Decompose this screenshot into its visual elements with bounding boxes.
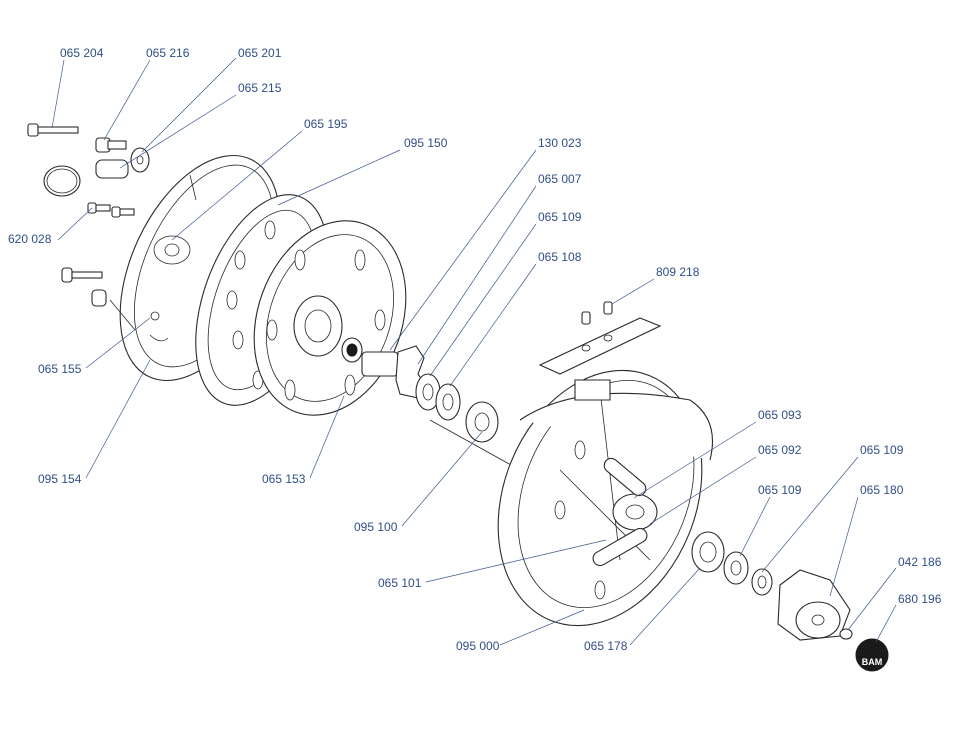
part-label: 042 186 [898,555,942,569]
part-label: 095 154 [38,472,82,486]
part-label: 065 180 [860,483,904,497]
washer-065-109-b [751,568,773,596]
part-label: 680 196 [898,592,942,606]
foot [538,301,662,401]
screws-left [61,202,135,307]
frame [497,369,714,627]
badge-text: BAM [862,657,883,667]
end-cap-065-180 [777,569,851,641]
part-label: 095 000 [456,639,500,653]
part-label: 065 216 [146,46,190,60]
washer-065-178 [691,531,725,573]
part-label: 065 153 [262,472,306,486]
part-label: 095 100 [354,520,398,534]
part-label: 065 204 [60,46,104,60]
o-ring-620-028 [43,165,81,197]
spacer-065-215 [95,159,129,179]
washer-065-109-a [723,551,749,585]
leader-lines [51,57,897,646]
part-label: 065 109 [538,210,582,224]
part-label: 065 215 [238,81,282,95]
part-label: 130 023 [538,136,582,150]
bushing-065-216 [95,137,127,153]
part-label: 065 092 [758,443,802,457]
part-label: 065 178 [584,639,628,653]
part-label: 065 195 [304,117,348,131]
screw-042-186 [839,628,853,640]
part-label: 065 109 [860,443,904,457]
part-label: 065 093 [758,408,802,422]
part-labels: 065 204 065 216 065 201 065 215 065 195 … [8,46,942,653]
part-label: 065 101 [378,576,422,590]
part-label: 065 155 [38,362,82,376]
part-label: 065 007 [538,172,582,186]
bushing-065-201 [130,147,150,173]
part-label: 809 218 [656,265,700,279]
screw-065-204 [27,123,79,137]
hub-parts [361,345,521,471]
part-label: 095 150 [404,136,448,150]
front-disc [253,220,407,416]
part-label: 065 201 [238,46,282,60]
part-label: 065 108 [538,250,582,264]
part-label: 065 109 [758,483,802,497]
part-label: 620 028 [8,232,52,246]
badge-680-196: BAM [855,638,889,672]
